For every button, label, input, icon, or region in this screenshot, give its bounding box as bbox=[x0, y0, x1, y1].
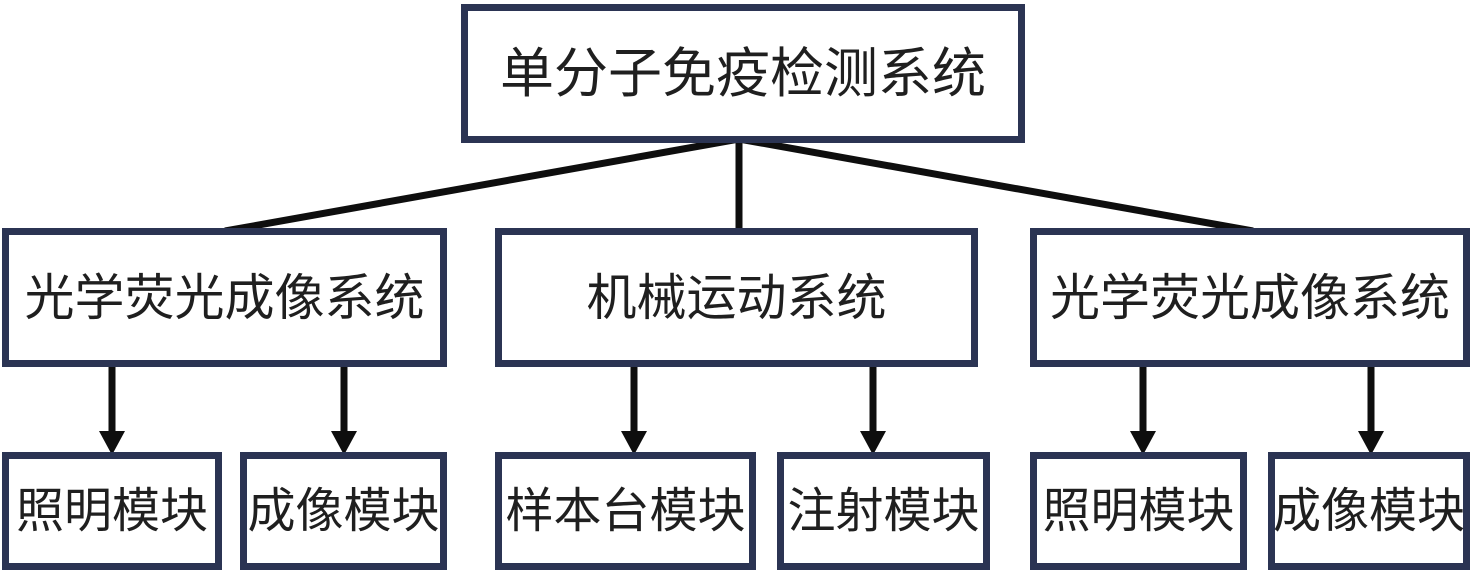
node-leaf-imaging-right: 成像模块 bbox=[1268, 452, 1470, 570]
node-root: 单分子免疫检测系统 bbox=[461, 4, 1025, 143]
node-label: 照明模块 bbox=[1042, 483, 1235, 539]
node-leaf-illumination-left: 照明模块 bbox=[2, 452, 222, 570]
arrow-head-icon bbox=[331, 431, 357, 455]
node-label: 成像模块 bbox=[247, 483, 440, 539]
down-arrow bbox=[99, 367, 125, 455]
arrow-head-icon bbox=[1130, 431, 1156, 455]
node-branch-optical-imaging-right: 光学荧光成像系统 bbox=[1030, 228, 1470, 367]
node-label: 照明模块 bbox=[15, 483, 208, 539]
down-arrow bbox=[1358, 367, 1384, 455]
node-label: 样本台模块 bbox=[505, 483, 746, 539]
arrow-head-icon bbox=[860, 431, 886, 455]
down-arrow bbox=[621, 367, 647, 455]
node-label: 成像模块 bbox=[1273, 483, 1466, 539]
node-label: 单分子免疫检测系统 bbox=[500, 41, 986, 105]
node-label: 机械运动系统 bbox=[586, 268, 887, 327]
branch-connectors bbox=[224, 135, 1254, 235]
node-leaf-imaging-left: 成像模块 bbox=[240, 452, 447, 570]
branch-line-left bbox=[224, 135, 740, 235]
down-arrow bbox=[331, 367, 357, 455]
node-label: 光学荧光成像系统 bbox=[1050, 268, 1450, 327]
branch-line-right bbox=[738, 135, 1254, 235]
down-arrow bbox=[1130, 367, 1156, 455]
down-arrow bbox=[860, 367, 886, 455]
node-label: 光学荧光成像系统 bbox=[24, 268, 425, 327]
arrow-head-icon bbox=[621, 431, 647, 455]
arrow-head-icon bbox=[1358, 431, 1384, 455]
node-branch-optical-imaging-left: 光学荧光成像系统 bbox=[2, 228, 447, 367]
node-branch-mechanical-motion: 机械运动系统 bbox=[495, 228, 978, 367]
node-label: 注射模块 bbox=[787, 483, 980, 539]
node-leaf-illumination-right: 照明模块 bbox=[1030, 452, 1247, 570]
arrow-head-icon bbox=[99, 431, 125, 455]
node-leaf-injection: 注射模块 bbox=[777, 452, 990, 570]
node-leaf-sample-stage: 样本台模块 bbox=[495, 452, 756, 570]
